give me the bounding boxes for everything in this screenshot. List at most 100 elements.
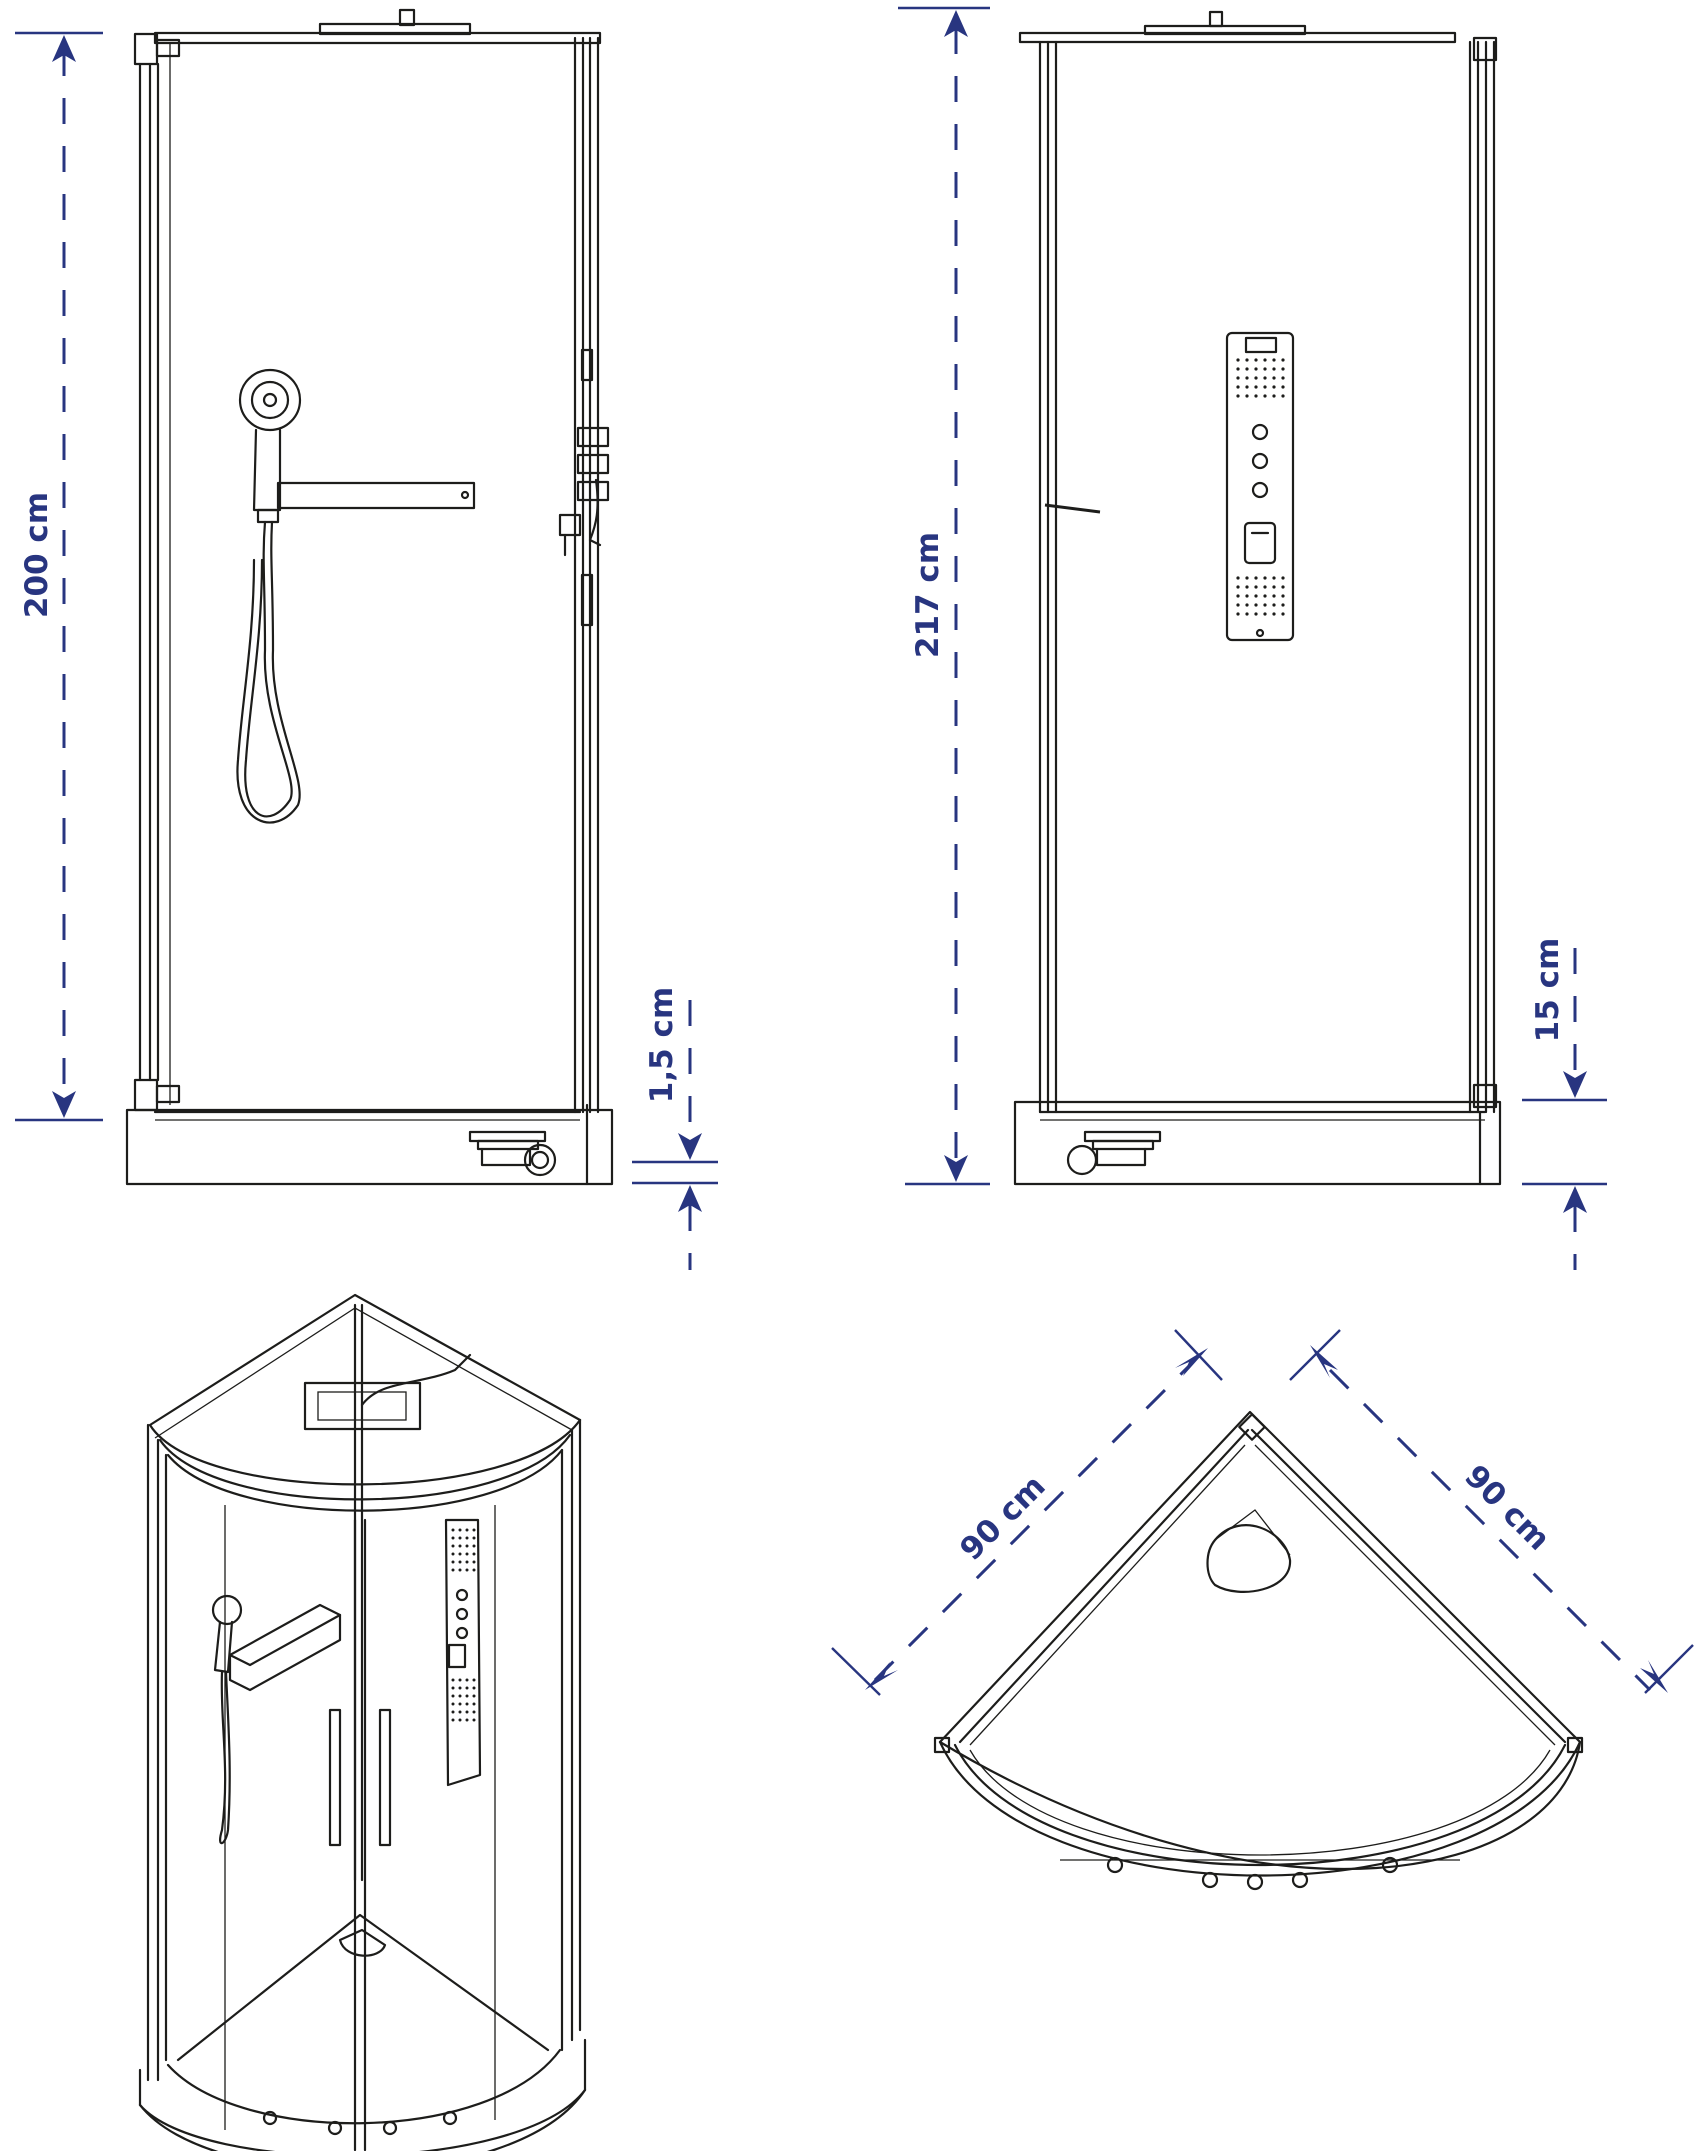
nozzle-dot	[472, 1678, 476, 1682]
nozzle-dot	[472, 1702, 476, 1706]
nozzle-dot	[1236, 394, 1240, 398]
front-height-label: 200 cm	[19, 492, 55, 618]
nozzle-dot	[1245, 603, 1249, 607]
nozzle-dot	[465, 1552, 469, 1556]
nozzle-dot	[1281, 594, 1285, 598]
nozzle-dot	[1254, 385, 1258, 389]
nozzle-dot	[451, 1694, 455, 1698]
nozzle-dot	[1263, 367, 1267, 371]
nozzle-dot	[458, 1718, 462, 1722]
nozzle-dot	[1263, 394, 1267, 398]
door-roller	[1381, 1856, 1399, 1874]
nozzle-dot	[1254, 367, 1258, 371]
door-rollers	[262, 2110, 458, 2136]
nozzle-dot	[472, 1710, 476, 1714]
nozzle-dot	[1245, 585, 1249, 589]
plan-right-width-label: 90 cm	[1457, 1458, 1556, 1557]
nozzle-dot	[1236, 603, 1240, 607]
nozzle-dot	[1236, 594, 1240, 598]
door-roller	[442, 2110, 458, 2126]
nozzle-dot	[1263, 576, 1267, 580]
nozzle-dot	[451, 1568, 455, 1572]
nozzle-dot	[458, 1568, 462, 1572]
nozzle-dot	[1272, 394, 1276, 398]
nozzle-dot	[1245, 385, 1249, 389]
nozzle-dot	[1263, 603, 1267, 607]
nozzle-dot	[465, 1694, 469, 1698]
nozzle-dot	[451, 1718, 455, 1722]
nozzle-dot	[1281, 376, 1285, 380]
nozzle-dot	[465, 1544, 469, 1548]
door-roller	[1106, 1856, 1124, 1874]
nozzle-dot	[458, 1528, 462, 1532]
nozzle-dot	[1263, 612, 1267, 616]
nozzle-dot	[451, 1544, 455, 1548]
nozzle-dot	[1245, 594, 1249, 598]
nozzle-dot	[472, 1528, 476, 1532]
nozzle-dot	[1245, 394, 1249, 398]
nozzle-dot	[1263, 376, 1267, 380]
nozzle-dot	[1254, 358, 1258, 362]
nozzle-dot	[1272, 603, 1276, 607]
nozzle-dot	[1281, 394, 1285, 398]
nozzle-dot	[472, 1544, 476, 1548]
nozzle-dot	[1236, 358, 1240, 362]
nozzle-dot	[451, 1552, 455, 1556]
nozzle-dot	[1272, 376, 1276, 380]
door-roller	[327, 2120, 343, 2136]
nozzle-dot	[1254, 603, 1258, 607]
nozzle-dot	[1236, 367, 1240, 371]
nozzle-dot	[1245, 376, 1249, 380]
side-height-label: 217 cm	[910, 532, 946, 658]
nozzle-dot	[1254, 576, 1258, 580]
nozzle-dot	[1236, 385, 1240, 389]
nozzle-dot	[1263, 385, 1267, 389]
door-roller	[1291, 1871, 1309, 1889]
door-roller	[1201, 1871, 1219, 1889]
nozzle-dot	[1281, 612, 1285, 616]
nozzle-dot	[472, 1568, 476, 1572]
nozzle-dot	[1272, 358, 1276, 362]
nozzle-dot	[458, 1702, 462, 1706]
nozzle-dot	[1272, 585, 1276, 589]
plan-view: 90 cm 90 cm	[831, 1329, 1694, 1891]
nozzle-dot	[1281, 385, 1285, 389]
nozzle-dot	[1272, 385, 1276, 389]
nozzle-dot	[1245, 358, 1249, 362]
nozzle-dot	[1272, 367, 1276, 371]
nozzle-grid	[1236, 358, 1285, 398]
nozzle-dot	[451, 1528, 455, 1532]
nozzle-grid	[451, 1528, 476, 1722]
nozzle-dot	[1245, 576, 1249, 580]
nozzle-dot	[1272, 612, 1276, 616]
nozzle-dot	[1245, 367, 1249, 371]
nozzle-dot	[1245, 612, 1249, 616]
nozzle-dot	[451, 1702, 455, 1706]
nozzle-dot	[451, 1710, 455, 1714]
nozzle-dot	[465, 1678, 469, 1682]
nozzle-dot	[472, 1552, 476, 1556]
door-roller	[1246, 1873, 1264, 1891]
nozzle-dot	[465, 1560, 469, 1564]
door-roller	[262, 2110, 278, 2126]
nozzle-dot	[1272, 576, 1276, 580]
nozzle-dot	[1263, 358, 1267, 362]
nozzle-dot	[458, 1552, 462, 1556]
nozzle-dot	[458, 1710, 462, 1714]
nozzle-dot	[1272, 594, 1276, 598]
nozzle-dot	[472, 1694, 476, 1698]
nozzle-dot	[465, 1710, 469, 1714]
nozzle-dot	[458, 1544, 462, 1548]
nozzle-dot	[1281, 576, 1285, 580]
nozzle-dot	[1236, 576, 1240, 580]
nozzle-dot	[1254, 585, 1258, 589]
nozzle-dot	[1281, 585, 1285, 589]
nozzle-dot	[1281, 603, 1285, 607]
nozzle-dot	[465, 1536, 469, 1540]
nozzle-grid	[1236, 576, 1285, 616]
nozzle-dot	[451, 1560, 455, 1564]
nozzle-dot	[1236, 585, 1240, 589]
door-roller	[382, 2120, 398, 2136]
nozzle-dot	[472, 1686, 476, 1690]
